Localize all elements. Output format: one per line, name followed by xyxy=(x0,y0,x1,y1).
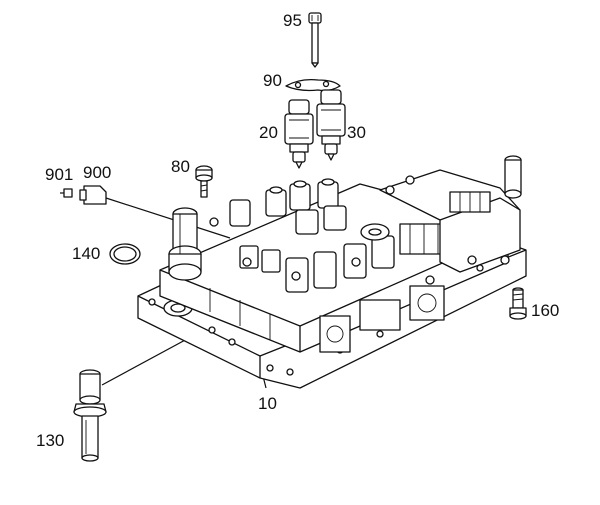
retaining-clip-90 xyxy=(285,78,341,92)
callout-90: 90 xyxy=(263,71,282,90)
top-screws xyxy=(209,175,477,285)
sensor-900 xyxy=(79,185,107,205)
callout-10: 10 xyxy=(258,394,277,413)
solenoid-row xyxy=(229,178,347,235)
callout-140: 140 xyxy=(72,244,100,263)
bolt-160 xyxy=(509,287,527,320)
callout-20: 20 xyxy=(259,123,278,142)
callout-160: 160 xyxy=(531,301,559,320)
bolt-95 xyxy=(308,12,322,68)
guide-tube-130 xyxy=(73,369,107,462)
solenoid-valve-20 xyxy=(284,99,314,169)
callout-80: 80 xyxy=(171,157,190,176)
right-housing xyxy=(379,155,522,273)
callout-labels: 95 90 20 30 80 901 900 140 160 10 130 xyxy=(36,11,559,450)
solenoid-valve-30 xyxy=(316,89,346,161)
callout-95: 95 xyxy=(283,11,302,30)
callout-130: 130 xyxy=(36,431,64,450)
callout-900: 900 xyxy=(83,163,111,182)
o-ring-140 xyxy=(109,243,141,265)
valve-body-assembly-10 xyxy=(137,155,527,389)
middle-components xyxy=(239,223,449,293)
screw-80 xyxy=(195,165,213,198)
callout-901: 901 xyxy=(45,165,73,184)
leader-line-900 xyxy=(105,197,231,239)
pin-901 xyxy=(60,188,73,198)
callout-30: 30 xyxy=(347,123,366,142)
